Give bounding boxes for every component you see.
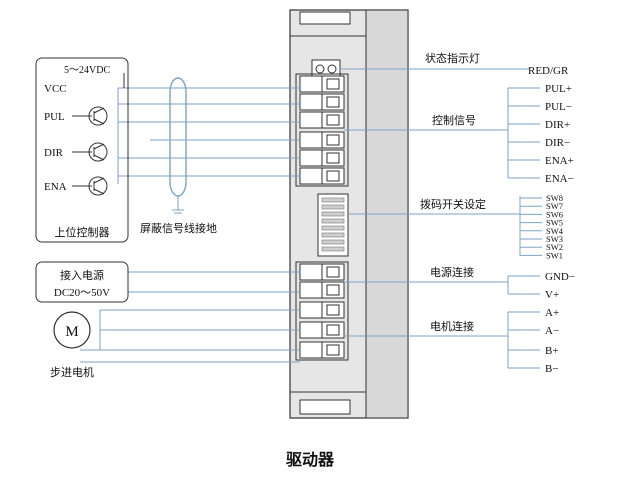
controller-title: 上位控制器	[55, 225, 110, 239]
control-terminal-4-hole	[326, 134, 340, 146]
controller-supply-label: 5～24VDC	[64, 65, 110, 76]
dip-switch-lever	[321, 246, 345, 252]
control-pin-label: ENA+	[545, 155, 574, 167]
switch-label: SW1	[546, 250, 563, 260]
power-pin-label: V+	[545, 289, 559, 301]
switch-label: SW4	[546, 226, 564, 236]
control-terminal-1-hole	[326, 78, 340, 90]
motor-label: 步进电机	[50, 365, 94, 379]
status-led-red	[315, 64, 325, 74]
motor-pin-label: B+	[545, 345, 559, 357]
power-terminal-5-screw	[299, 341, 323, 359]
power-input-title: 接入电源	[60, 268, 104, 282]
section-control-signal: 控制信号	[432, 113, 476, 127]
power-terminal-2-hole	[326, 284, 340, 296]
dip-switch-body	[317, 193, 349, 257]
dip-switch-lever	[321, 218, 345, 224]
control-terminal-2-hole	[326, 96, 340, 108]
dip-switch-lever	[321, 232, 345, 238]
shield-label: 屏蔽信号线接地	[140, 221, 217, 235]
power-input-voltage: DC20～50V	[54, 287, 110, 299]
power-terminal-3-hole	[326, 304, 340, 316]
motor-pin-label: A−	[545, 325, 559, 337]
control-pin-label: PUL−	[545, 101, 572, 113]
control-pin-label: PUL+	[545, 83, 572, 95]
section-status-light: 状态指示灯	[425, 51, 480, 65]
controller-signal-ena: ENA	[44, 181, 67, 193]
control-terminal-1-screw	[299, 75, 323, 93]
section-dip-switch: 拨码开关设定	[420, 197, 486, 211]
status-led-green	[327, 64, 337, 74]
control-terminal-6-screw	[299, 167, 323, 185]
control-terminal-3-screw	[299, 111, 323, 129]
power-terminal-1-screw	[299, 263, 323, 281]
power-terminal-frame	[295, 261, 349, 361]
motor-symbol: M	[65, 324, 78, 340]
switch-label: SW7	[546, 201, 563, 211]
control-terminal-5-hole	[326, 152, 340, 164]
dip-switch-lever	[321, 225, 345, 231]
power-terminal-1-hole	[326, 266, 340, 278]
control-pin-label: DIR−	[545, 137, 570, 149]
signal-wires	[80, 77, 300, 363]
motor-pin-label: B−	[545, 363, 559, 375]
controller-block: 5～24VDC VCC PUL DIR ENA 上位控制器	[35, 57, 129, 243]
switch-label: SW2	[546, 242, 563, 252]
dip-switch-lever	[321, 204, 345, 210]
transistor-collector	[93, 143, 105, 150]
power-pin-label: GND−	[545, 271, 575, 283]
switch-label: SW5	[546, 218, 563, 228]
controller-frame	[35, 57, 129, 243]
dip-switch-lever	[321, 211, 345, 217]
switch-label: SW6	[546, 209, 563, 219]
power-terminal-2-screw	[299, 281, 323, 299]
control-terminal-2-screw	[299, 93, 323, 111]
transistor-collector	[93, 177, 105, 184]
transistor-emitter	[93, 154, 105, 161]
controller-signal-dir: DIR	[44, 147, 64, 159]
switch-label: SW8	[546, 193, 563, 203]
switch-label: SW3	[546, 234, 563, 244]
control-terminal-3-hole	[326, 114, 340, 126]
transistor-collector	[93, 107, 105, 114]
power-terminal-4-hole	[326, 324, 340, 336]
section-motor-connect: 电机连接	[430, 319, 474, 333]
dip-switch-lever	[321, 197, 345, 203]
power-terminal-4-screw	[299, 321, 323, 339]
status-light-value: RED/GR	[528, 65, 569, 77]
dip-switch-lever	[321, 239, 345, 245]
control-terminal-4-screw	[299, 131, 323, 149]
control-terminal-5-screw	[299, 149, 323, 167]
top-mount-tab	[299, 11, 351, 25]
control-pin-label: ENA−	[545, 173, 574, 185]
section-power-connect: 电源连接	[430, 265, 474, 279]
power-terminal-5-hole	[326, 344, 340, 356]
controller-signal-pul: PUL	[44, 111, 65, 123]
transistor-emitter	[93, 188, 105, 195]
right-side-labels: 状态指示灯 RED/GR 控制信号 PUL+ PUL− DIR+ DIR− ENA+ ENA− 拨…	[340, 51, 575, 375]
motor-icon	[53, 311, 91, 349]
diagram-caption: 驱动器	[285, 450, 334, 469]
transistor-emitter	[93, 118, 105, 125]
shield-cable	[169, 77, 187, 197]
control-terminal-6-hole	[326, 170, 340, 182]
bottom-mount-tab	[299, 399, 351, 415]
controller-signal-vcc: VCC	[44, 83, 67, 95]
motor-pin-label: A+	[545, 307, 559, 319]
control-pin-label: DIR+	[545, 119, 570, 131]
power-input-frame	[35, 261, 129, 303]
power-terminal-3-screw	[299, 301, 323, 319]
